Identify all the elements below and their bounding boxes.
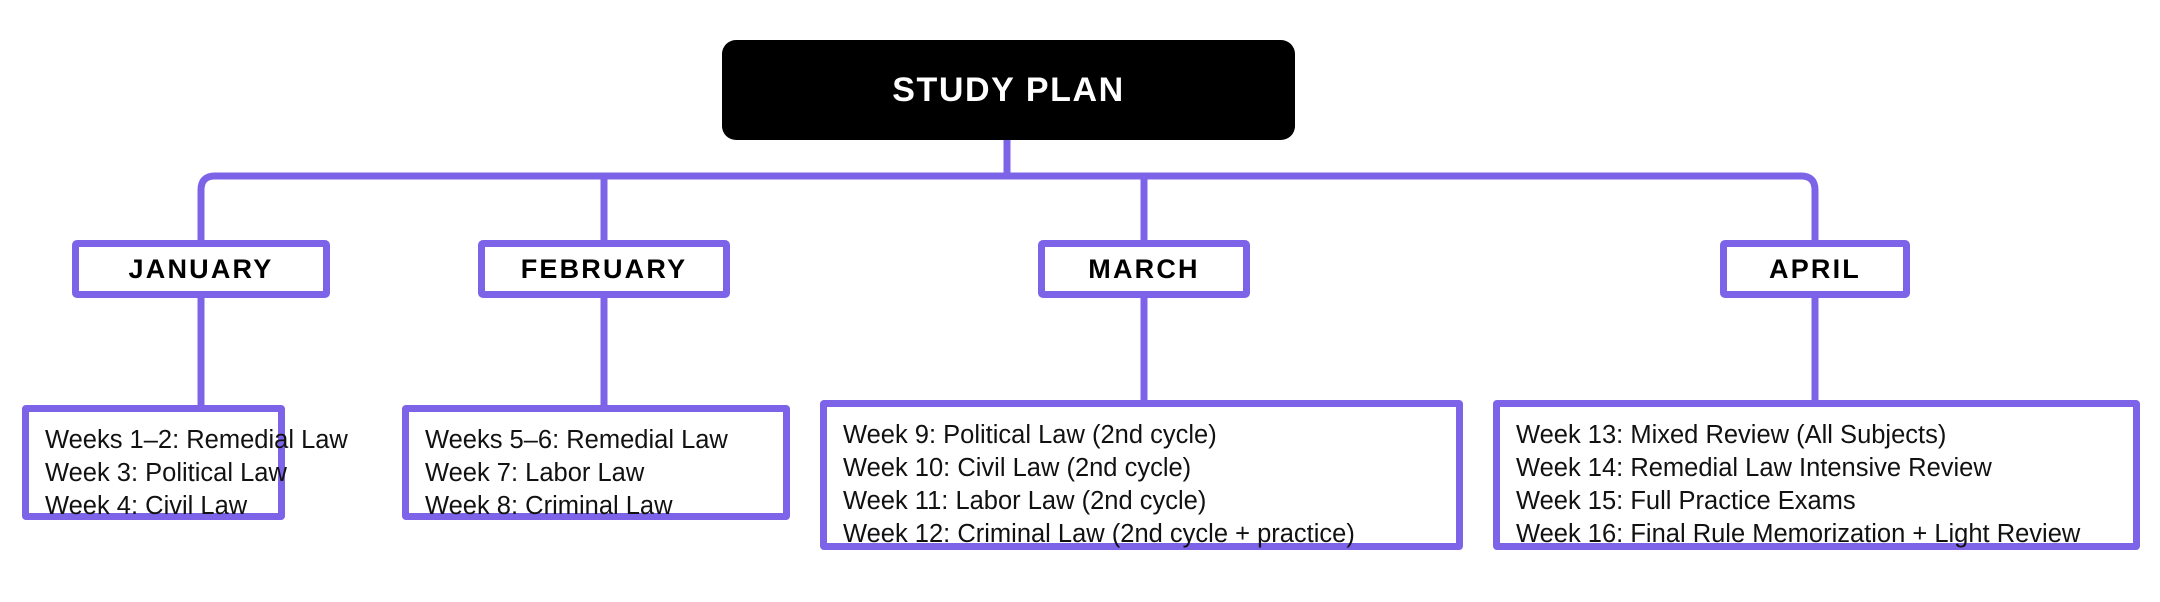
- month-node-label: MARCH: [1088, 253, 1200, 284]
- detail-line: Week 9: Political Law (2nd cycle): [843, 421, 1217, 449]
- month-node-february[interactable]: FEBRUARY: [478, 240, 730, 298]
- month-node-january[interactable]: JANUARY: [72, 240, 330, 298]
- month-node-label: APRIL: [1769, 253, 1861, 284]
- root-node-study-plan[interactable]: STUDY PLAN: [722, 40, 1295, 140]
- detail-line: Week 14: Remedial Law Intensive Review: [1516, 454, 1992, 482]
- detail-node-january[interactable]: Weeks 1–2: Remedial Law Week 3: Politica…: [22, 405, 348, 520]
- detail-line: Weeks 5–6: Remedial Law: [425, 426, 728, 454]
- detail-line: Weeks 1–2: Remedial Law: [45, 426, 348, 454]
- detail-node-april[interactable]: Week 13: Mixed Review (All Subjects) Wee…: [1493, 400, 2140, 550]
- wire-bus: [197, 172, 1819, 240]
- detail-line: Week 15: Full Practice Exams: [1516, 487, 1856, 515]
- detail-line: Week 10: Civil Law (2nd cycle): [843, 454, 1192, 482]
- detail-line: Week 7: Labor Law: [425, 459, 645, 487]
- detail-node-march[interactable]: Week 9: Political Law (2nd cycle) Week 1…: [820, 400, 1463, 550]
- month-node-label: FEBRUARY: [520, 253, 688, 284]
- detail-node-february[interactable]: Weeks 5–6: Remedial Law Week 7: Labor La…: [402, 405, 790, 520]
- month-node-label: JANUARY: [128, 253, 274, 284]
- detail-line: Week 13: Mixed Review (All Subjects): [1516, 421, 1947, 449]
- detail-line: Week 16: Final Rule Memorization + Light…: [1516, 520, 2081, 548]
- detail-line: Week 11: Labor Law (2nd cycle): [843, 487, 1207, 515]
- detail-line: Week 12: Criminal Law (2nd cycle + pract…: [843, 520, 1355, 548]
- detail-line: Week 8: Criminal Law: [425, 492, 673, 520]
- detail-line: Week 3: Political Law: [45, 459, 287, 487]
- month-node-april[interactable]: APRIL: [1720, 240, 1910, 298]
- month-node-march[interactable]: MARCH: [1038, 240, 1250, 298]
- root-node-label: STUDY PLAN: [892, 70, 1125, 109]
- detail-line: Week 4: Civil Law: [45, 492, 248, 520]
